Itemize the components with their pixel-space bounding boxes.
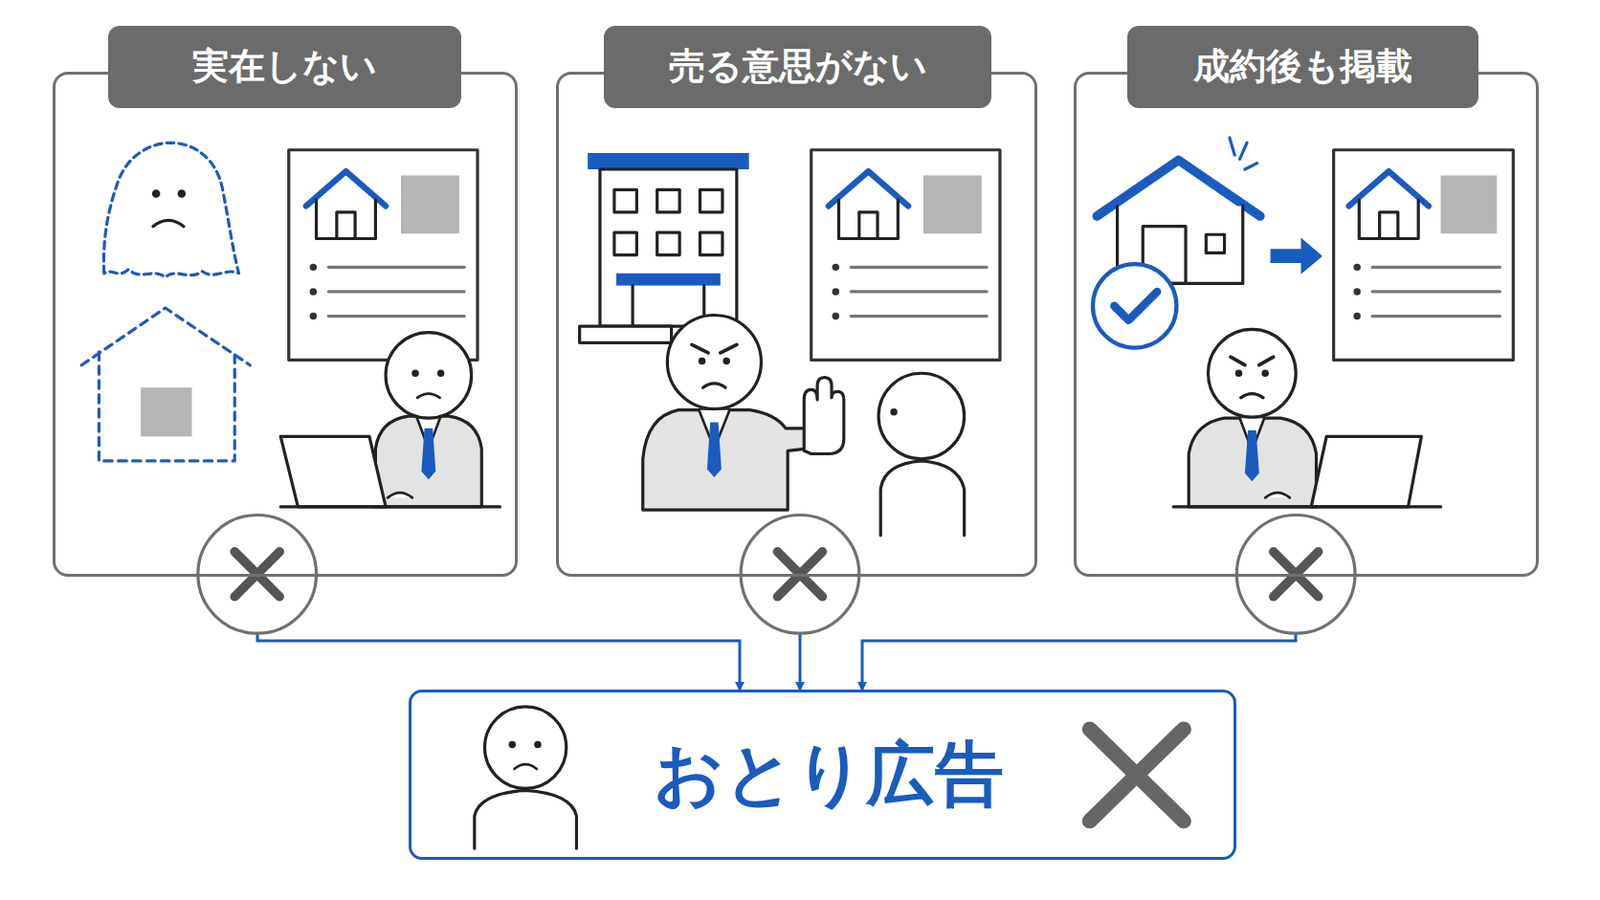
office-building — [579, 153, 750, 343]
agent-at-laptop — [280, 333, 500, 508]
panel-heading: 実在しない — [108, 25, 462, 109]
ghost-icon — [103, 142, 239, 278]
listing-document — [288, 150, 478, 361]
refusing-agent — [643, 314, 845, 511]
panel-heading: 成約後も掲載 — [1127, 25, 1479, 109]
case-panel: 実在しない — [52, 71, 518, 578]
result-box: おとり広告 — [408, 689, 1237, 861]
result-label: おとり広告 — [653, 736, 1004, 813]
flow-arrow — [862, 577, 1296, 690]
cross-mark — [1089, 729, 1184, 822]
panel-heading: 売る意思がない — [603, 25, 992, 109]
sad-person — [474, 707, 578, 849]
dashed-house — [81, 308, 250, 462]
sold-house — [1092, 137, 1323, 349]
flow-arrow — [257, 577, 740, 690]
agent-at-laptop — [1173, 329, 1441, 508]
listing-document — [1333, 150, 1514, 361]
case-panel: 成約後も掲載 — [1073, 71, 1539, 578]
listing-document — [811, 150, 1000, 361]
customer — [878, 373, 965, 536]
case-panel: 売る意思がない — [555, 71, 1038, 578]
